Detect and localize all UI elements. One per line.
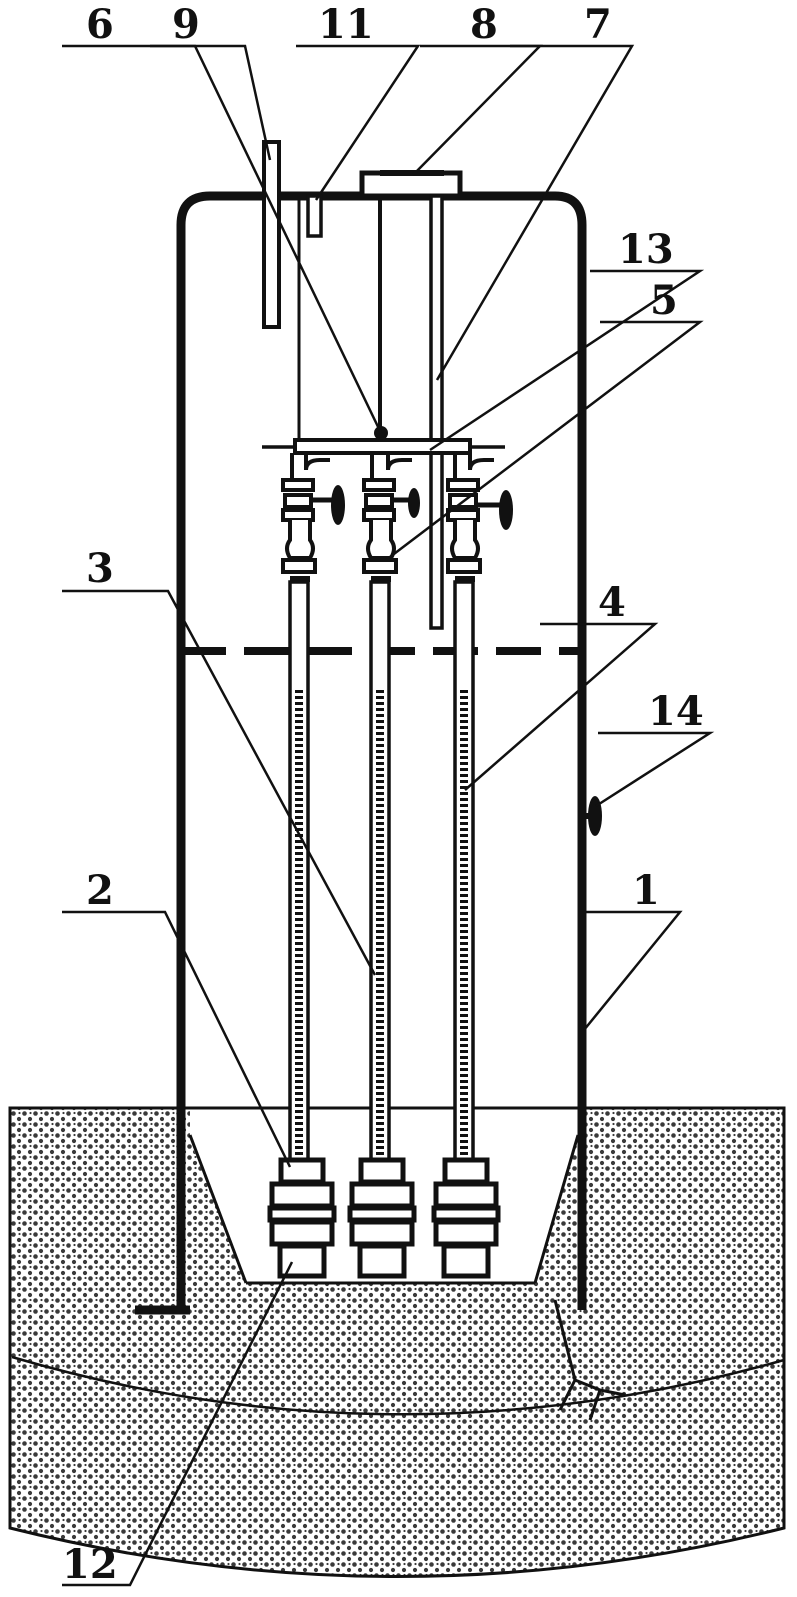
probe-assembly-left (267, 453, 345, 1279)
label-12: 12 (62, 1541, 118, 1588)
label-2: 2 (86, 867, 114, 914)
label-1: 1 (632, 867, 660, 914)
label-3: 3 (86, 545, 114, 592)
top-cap (359, 170, 463, 199)
label-9: 9 (172, 1, 200, 48)
label-13: 13 (618, 226, 674, 273)
label-7: 7 (584, 1, 612, 48)
probe-assembly-middle (347, 453, 420, 1279)
manifold-header (262, 426, 505, 455)
label-4: 4 (598, 579, 626, 626)
sampling-tube (262, 140, 281, 329)
label-14: 14 (648, 688, 704, 735)
label-5: 5 (650, 277, 678, 324)
label-11: 11 (318, 1, 374, 48)
label-6: 6 (86, 1, 114, 48)
sensor-probe (306, 194, 323, 238)
support-rod (429, 194, 444, 630)
side-valve (582, 796, 602, 836)
label-8: 8 (470, 1, 498, 48)
leader-lines (62, 44, 715, 1587)
callout-labels: 6 9 11 8 7 13 5 3 4 14 2 1 12 (62, 1, 704, 1588)
